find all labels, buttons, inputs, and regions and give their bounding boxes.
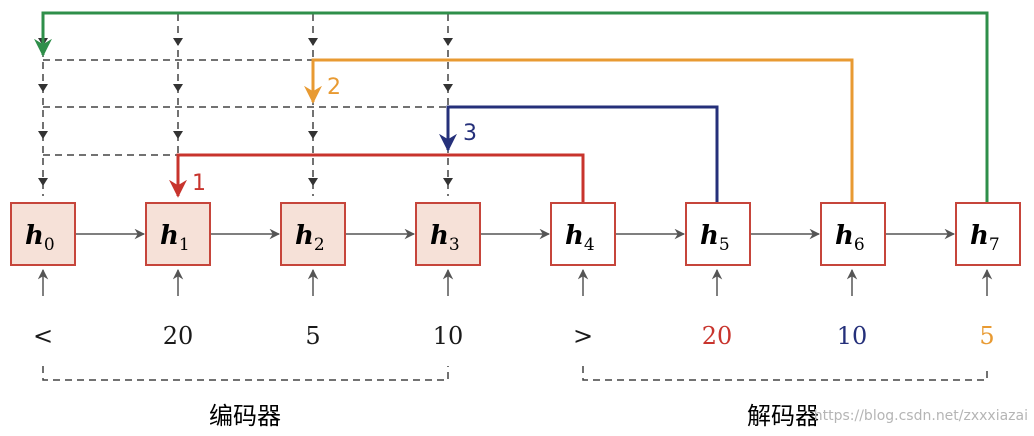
- decoder-label: 解码器: [747, 402, 819, 430]
- attention-route-3: [439, 105, 719, 202]
- token-1: 20: [163, 322, 194, 350]
- svg-text:h3: h3: [430, 221, 460, 255]
- step-label-3: 3: [463, 121, 477, 146]
- node-h4: h4: [550, 202, 616, 266]
- svg-text:h1: h1: [160, 221, 190, 255]
- node-h5: h5: [685, 202, 751, 266]
- token-0: <: [33, 322, 53, 350]
- token-4: >: [573, 322, 593, 350]
- node-h1: h1: [145, 202, 211, 266]
- step-label-2: 2: [327, 75, 341, 100]
- token-5: 20: [702, 322, 733, 350]
- input-arrows: [37, 268, 993, 296]
- node-h0: h0: [10, 202, 76, 266]
- node-h2: h2: [280, 202, 346, 266]
- encoder-context-dashes: [38, 14, 453, 196]
- svg-text:h2: h2: [295, 221, 325, 255]
- encoder-label: 编码器: [209, 402, 281, 430]
- final-route: [34, 11, 989, 202]
- encoder-bracket: [42, 366, 449, 381]
- tokens: < 20 5 10 > 20 10 5: [33, 322, 995, 350]
- node-h7: h7: [955, 202, 1021, 266]
- svg-text:h7: h7: [970, 221, 1000, 255]
- watermark: https://blog.csdn.net/zxxxiazai: [814, 408, 1028, 424]
- attention-route-2: [304, 58, 854, 202]
- node-h3: h3: [415, 202, 481, 266]
- svg-text:h4: h4: [565, 221, 595, 255]
- svg-text:h5: h5: [700, 221, 730, 255]
- decoder-bracket: [582, 366, 988, 381]
- step-label-1: 1: [192, 171, 206, 196]
- node-h6: h6: [820, 202, 886, 266]
- token-6: 10: [837, 322, 868, 350]
- svg-text:h6: h6: [835, 221, 865, 255]
- svg-text:h0: h0: [25, 221, 55, 255]
- token-3: 10: [433, 322, 464, 350]
- attention-route-1: [169, 153, 585, 202]
- token-2: 5: [305, 322, 320, 350]
- token-7: 5: [979, 322, 994, 350]
